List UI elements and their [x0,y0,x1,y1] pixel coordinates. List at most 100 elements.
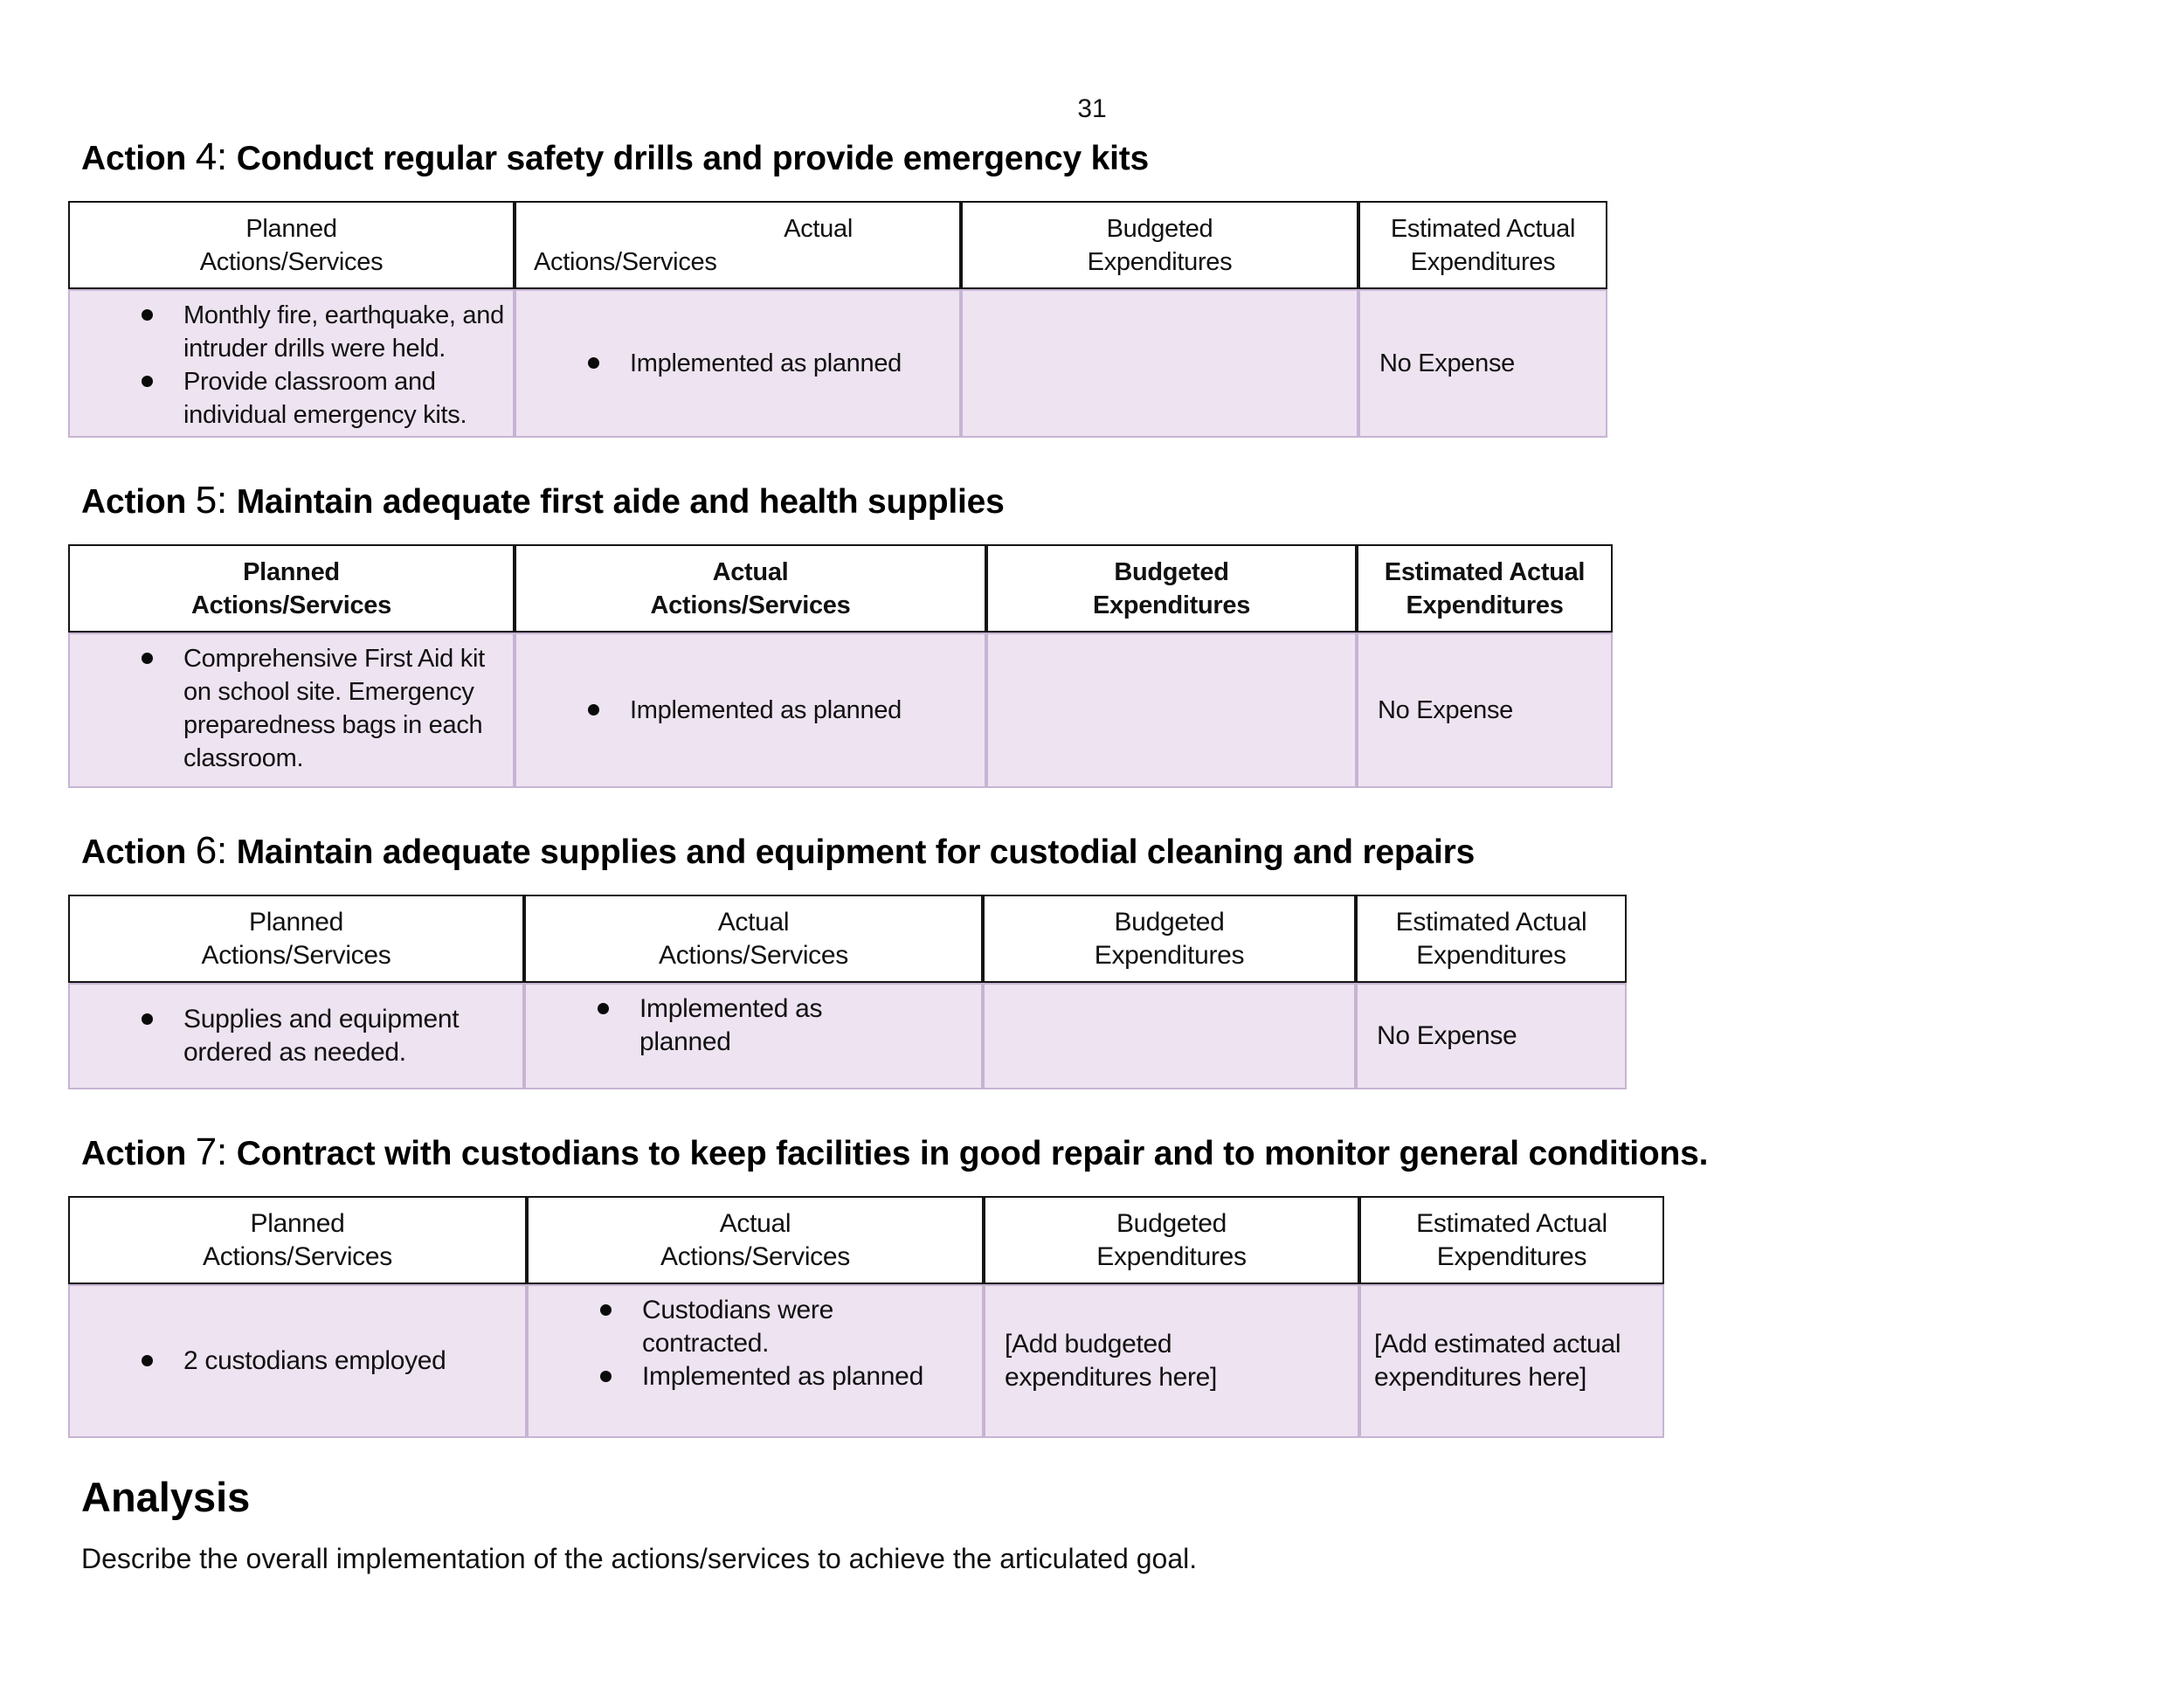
cell-text: [Add budgeted expenditures here] [1005,1330,1218,1392]
actions-table-action-4: Planned Actions/Services Actual Actions/… [68,201,1607,438]
cell-planned-actions: Monthly fire, earthquake, and intruder d… [68,289,515,438]
bullet-item: 2 custodians employed [70,1345,525,1378]
heading-title: Maintain adequate first aide and health … [236,483,1005,521]
heading-title: Conduct regular safety drills and provid… [236,140,1149,177]
heading-label: Action [81,833,187,871]
bullet-icon [588,704,599,716]
actions-table-action-7: Planned Actions/Services Actual Actions/… [68,1196,1664,1438]
header-cell-actual: Actual Actions/Services [527,1196,984,1284]
cell-actual-actions: Implemented as planned [515,289,961,438]
bullet-item: Implemented as planned [516,694,985,727]
header-cell-planned: Planned Actions/Services [68,1196,527,1284]
header-cell-actual: Actual Actions/Services [515,201,961,289]
cell-planned-actions: Supplies and equipment ordered as needed… [68,983,524,1089]
heading-label: Action [81,483,187,521]
header-line: Actions/Services [191,591,391,619]
bullet-text: 2 custodians employed [183,1346,446,1375]
bullet-item: Comprehensive First Aid kit on school si… [70,642,513,775]
header-cell-planned: Planned Actions/Services [68,544,515,633]
header-line: Estimated Actual [1395,907,1587,937]
bullet-icon [600,1304,612,1316]
cell-budgeted-expenditures-empty [961,289,1358,438]
header-cell-budgeted: Budgeted Expenditures [986,544,1357,633]
cell-text: [Add estimated actual expenditures here] [1374,1330,1621,1392]
cell-text: No Expense [1379,349,1515,377]
heading-title: Maintain adequate supplies and equipment… [236,833,1476,871]
header-line: Planned [245,214,337,243]
actions-table-action-5: Planned Actions/Services Actual Actions/… [68,544,1613,788]
cell-budgeted-expenditures-empty [986,633,1357,788]
bullet-icon [142,309,153,321]
header-line: Actual [717,907,790,937]
bullet-text: Implemented as planned [642,1362,923,1391]
cell-text: No Expense [1378,696,1513,724]
heading-label: Action [81,1135,187,1172]
section-heading-action-6: Action 6: Maintain adequate supplies and… [81,830,2184,874]
bullet-text: Implemented as planned [630,696,902,724]
bullet-icon [142,376,153,387]
header-line: Actions/Services [659,940,848,970]
cell-budgeted-expenditures: [Add budgeted expenditures here] [984,1284,1359,1438]
bullet-text: Monthly fire, earthquake, and intruder d… [183,301,504,363]
heading-number: 5: [195,479,228,522]
bullet-icon [598,1003,609,1014]
header-line: Estimated Actual [1416,1208,1607,1238]
header-cell-actual: Actual Actions/Services [515,544,986,633]
header-line: Actions/Services [203,1241,392,1271]
header-line: Expenditures [1410,247,1556,276]
bullet-icon [142,1013,153,1025]
header-cell-budgeted: Budgeted Expenditures [984,1196,1359,1284]
bullet-text: Implemented as planned [639,994,823,1056]
cell-estimated-expenditures: No Expense [1357,633,1613,788]
bullet-item: Supplies and equipment ordered as needed… [70,1003,522,1069]
header-line: Actions/Services [201,940,391,970]
bullet-icon [588,357,599,369]
cell-planned-actions: Comprehensive First Aid kit on school si… [68,633,515,788]
bullet-text: Implemented as planned [630,349,902,377]
header-line: Actions/Services [199,247,384,276]
document-body: Action 4: Conduct regular safety drills … [0,136,2184,1576]
cell-actual-actions: Implemented as planned [515,633,986,788]
cell-estimated-expenditures: No Expense [1358,289,1607,438]
header-line: Expenditures [1092,591,1251,619]
analysis-heading: Analysis [81,1474,251,1520]
cell-estimated-expenditures: [Add estimated actual expenditures here] [1359,1284,1664,1438]
heading-number: 6: [195,829,228,872]
header-line: Expenditures [1087,247,1233,276]
header-cell-estimated: Estimated Actual Expenditures [1357,544,1613,633]
header-line: Estimated Actual [1390,214,1576,243]
bullet-item: Custodians were contracted. [529,1294,982,1360]
header-line: Expenditures [1416,940,1566,970]
header-line: Budgeted [1114,557,1229,586]
bullet-text: Custodians were contracted. [642,1296,833,1358]
header-cell-estimated: Estimated Actual Expenditures [1359,1196,1664,1284]
header-line: Budgeted [1116,1208,1227,1238]
header-cell-planned: Planned Actions/Services [68,201,515,289]
bullet-item: Provide classroom and individual emergen… [70,365,513,432]
bullet-text: Supplies and equipment ordered as needed… [183,1005,460,1067]
header-cell-planned: Planned Actions/Services [68,895,524,983]
header-cell-budgeted: Budgeted Expenditures [961,201,1358,289]
cell-planned-actions: 2 custodians employed [68,1284,527,1438]
header-line: Actual [719,1208,791,1238]
cell-actual-actions: Implemented as planned [524,983,983,1089]
header-line: Budgeted [1106,214,1213,243]
cell-text: No Expense [1377,1021,1517,1050]
header-line: Estimated Actual [1384,557,1586,586]
header-line: Actions/Services [534,247,717,276]
bullet-icon [600,1371,612,1382]
header-cell-estimated: Estimated Actual Expenditures [1358,201,1607,289]
cell-budgeted-expenditures-empty [983,983,1356,1089]
bullet-text: Comprehensive First Aid kit on school si… [183,645,485,772]
heading-title: Contract with custodians to keep facilit… [236,1135,1709,1172]
cell-estimated-expenditures: No Expense [1356,983,1627,1089]
header-line: Actual [712,557,789,586]
header-line: Actions/Services [650,591,851,619]
heading-number: 7: [195,1130,228,1173]
bullet-item: Implemented as planned [526,992,981,1059]
header-line: Planned [250,1208,345,1238]
header-line: Actual [784,214,853,243]
section-heading-action-7: Action 7: Contract with custodians to ke… [81,1131,2184,1175]
bullet-item: Monthly fire, earthquake, and intruder d… [70,299,513,365]
